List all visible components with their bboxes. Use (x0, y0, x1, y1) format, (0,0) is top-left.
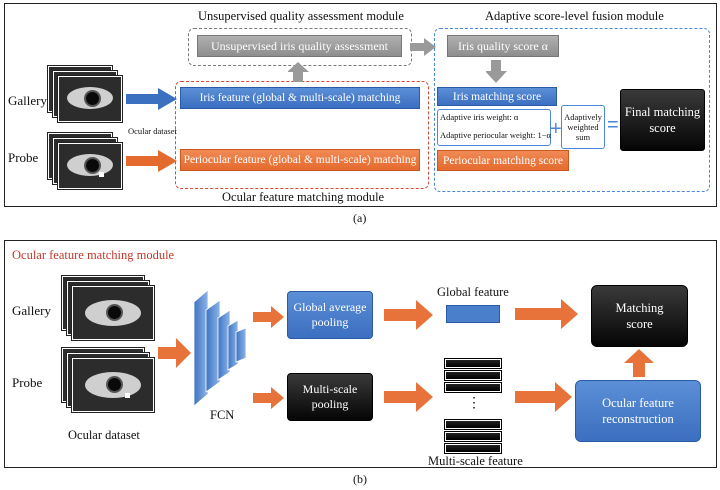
gallery-label-a: Gallery (8, 93, 47, 108)
arrow-gallery-to-iris-feature (126, 88, 177, 110)
gallery-label-b: Gallery (12, 303, 51, 318)
multiscale-feature-bar-3 (445, 383, 501, 392)
arrow-probe-to-periocular-feature (126, 150, 177, 172)
multiscale-feature-label: Multi-scale feature (428, 454, 523, 468)
iris-feature-box: Iris feature (global & multi-scale) matc… (180, 87, 420, 109)
adaptive-iris-weight: Adaptive iris weight: α (440, 112, 519, 122)
ofm-module-title-a: Ocular feature matching module (222, 190, 385, 204)
module-title-b: Ocular feature matching module (12, 248, 175, 262)
fcn-network-icon (193, 289, 247, 407)
arrow-gap-to-global-feature (384, 300, 433, 330)
multiscale-feature-bar-2 (445, 371, 501, 380)
matching-line2: score (626, 317, 653, 331)
arrow-multiscale-to-reconstruction (515, 382, 572, 412)
global-feature-label: Global feature (437, 285, 509, 299)
fusion-module-region (434, 28, 710, 192)
arrow-quality-to-iris-score (486, 60, 507, 83)
probe-label-b: Probe (12, 375, 43, 390)
matching-score-box: Matching score (591, 285, 688, 347)
gallery-image-a (58, 76, 122, 122)
multiscale-feature-bar-6 (445, 444, 501, 453)
msp-line2: pooling (311, 397, 349, 411)
gallery-image-b (72, 286, 154, 340)
probe-label-a: Probe (8, 150, 39, 165)
arrow-fcn-to-msp (253, 387, 284, 409)
uqa-box: Unsupervised iris quality assessment (197, 35, 402, 57)
iris-matching-score-box: Iris matching score (437, 87, 557, 106)
ocular-dataset-label-a: Ocular dataset (128, 126, 177, 136)
adaptive-sum-line1: Adaptively (564, 112, 602, 122)
ocular-dataset-label-b: Ocular dataset (68, 428, 140, 442)
ocular-feature-reconstruction-box: Ocular feature reconstruction (575, 380, 701, 442)
fcn-label: FCN (210, 408, 235, 422)
reconstruction-line1: Ocular feature (602, 396, 674, 410)
arrow-reconstruction-to-matching (624, 349, 654, 377)
msp-line1: Multi-scale (302, 382, 358, 396)
arrow-uqa-to-quality (410, 38, 436, 56)
matching-line1: Matching (615, 301, 664, 315)
equals-sign: = (607, 114, 619, 136)
probe-image-b (72, 358, 154, 412)
multiscale-feature-bar-1 (445, 359, 501, 368)
global-feature-vector (446, 305, 500, 323)
adaptive-sum-line2: weighted (567, 122, 599, 132)
adaptive-sum-line3: sum (575, 132, 591, 142)
multiscale-feature-bar-4 (445, 420, 501, 429)
final-matching-score-box: Final matching score (620, 89, 705, 151)
reconstruction-line2: reconstruction (602, 412, 674, 426)
gap-line2: pooling (311, 315, 349, 329)
caption-b: (b) (353, 472, 367, 486)
global-average-pooling-box: Global average pooling (287, 291, 373, 339)
multiscale-ellipsis: ⋮ (467, 396, 481, 411)
periocular-matching-score-box: Periocular matching score (437, 150, 569, 171)
multiscale-feature-bar-5 (445, 432, 501, 441)
plus-sign: + (550, 118, 562, 140)
arrow-dataset-to-fcn (158, 338, 191, 368)
gap-line1: Global average (293, 300, 367, 314)
multi-scale-pooling-box: Multi-scale pooling (287, 373, 373, 421)
iris-quality-box: Iris quality score α (447, 35, 559, 57)
arrow-global-to-matching (515, 299, 578, 329)
uqa-module-title: Unsupervised quality assessment module (198, 9, 404, 23)
probe-image-a (58, 143, 122, 189)
final-line1: Final matching (624, 105, 701, 119)
fusion-module-title: Adaptive score-level fusion module (485, 9, 664, 23)
adaptive-weights-box (437, 109, 551, 146)
arrow-fcn-to-gap (253, 306, 284, 328)
caption-a: (a) (353, 211, 367, 225)
arrow-iris-feature-to-uqa (288, 62, 309, 82)
final-line2: score (649, 121, 676, 135)
arrow-msp-to-multiscale-feature (384, 382, 433, 412)
adaptive-periocular-weight: Adaptive periocular weight: 1−α (440, 130, 551, 140)
adaptive-weighted-sum-box: Adaptively weighted sum (561, 105, 605, 149)
periocular-feature-box: Periocular feature (global & multi-scale… (180, 149, 420, 171)
